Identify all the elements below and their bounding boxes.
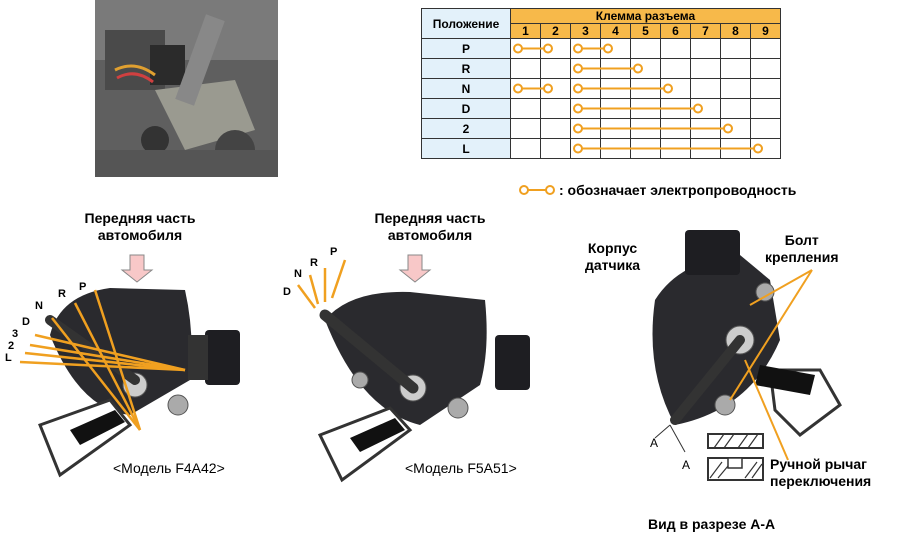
terminal-1: 1 bbox=[510, 23, 541, 39]
left-front-line1: Передняя часть bbox=[84, 210, 196, 226]
section-title: Вид в разрезе A-A bbox=[648, 516, 776, 532]
section-a-top: A bbox=[650, 436, 659, 450]
middle-pos-r: R bbox=[310, 257, 318, 269]
legend-text: : обозначает электропроводность bbox=[559, 182, 797, 198]
link-terminal-dot bbox=[633, 63, 643, 74]
link-terminal-dot bbox=[693, 103, 703, 114]
table-cell bbox=[540, 58, 571, 79]
left-pos-l: L bbox=[5, 352, 12, 364]
section-diagram bbox=[652, 230, 842, 481]
link-terminal-dot bbox=[513, 43, 523, 54]
table-cell bbox=[750, 58, 781, 79]
table-cell bbox=[690, 38, 721, 59]
middle-pos-p: P bbox=[330, 246, 338, 258]
link-terminal-dot bbox=[723, 123, 733, 134]
middle-front-line1: Передняя часть bbox=[374, 210, 486, 226]
terminal-2: 2 bbox=[540, 23, 571, 39]
legend: : обозначает электропроводность bbox=[519, 182, 796, 198]
conductivity-symbol-icon bbox=[519, 185, 555, 195]
link-terminal-dot bbox=[573, 83, 583, 94]
table-cell bbox=[660, 58, 691, 79]
left-front-label: Передняя часть автомобиля bbox=[60, 210, 220, 244]
table-cell bbox=[720, 38, 751, 59]
sensor-f5a51-diagram bbox=[296, 254, 530, 483]
sensor-f4a42-diagram bbox=[19, 254, 240, 478]
left-pos-2: 2 bbox=[8, 340, 15, 352]
middle-pos-d: D bbox=[283, 286, 291, 298]
middle-pos-n: N bbox=[294, 268, 302, 280]
left-pos-r: R bbox=[58, 288, 66, 300]
table-cell bbox=[750, 38, 781, 59]
housing-line2: датчика bbox=[585, 257, 641, 273]
left-pos-n: N bbox=[35, 300, 43, 312]
terminal-7: 7 bbox=[690, 23, 721, 39]
housing-line1: Корпус bbox=[587, 240, 638, 256]
position-row: R bbox=[421, 58, 781, 79]
table-cell bbox=[510, 118, 541, 139]
link-terminal-dot bbox=[753, 143, 763, 154]
position-label: R bbox=[421, 58, 511, 79]
link-terminal-dot bbox=[573, 123, 583, 134]
terminal-header: Клемма разъема bbox=[510, 8, 781, 24]
link-terminal-dot bbox=[573, 43, 583, 54]
bolt-line2: крепления bbox=[765, 249, 839, 265]
position-label: D bbox=[421, 98, 511, 119]
table-cell bbox=[690, 58, 721, 79]
table-cell bbox=[750, 118, 781, 139]
bolt-line1: Болт bbox=[784, 232, 819, 248]
bolt-label: Болт крепления bbox=[765, 232, 839, 266]
left-front-line2: автомобиля bbox=[97, 227, 183, 243]
position-label: N bbox=[421, 78, 511, 99]
left-pos-d: D bbox=[22, 316, 30, 328]
middle-front-label: Передняя часть автомобиля bbox=[350, 210, 510, 244]
model-f4a42-label: <Модель F4A42> bbox=[113, 460, 225, 476]
conductivity-links bbox=[513, 43, 763, 154]
terminal-8: 8 bbox=[720, 23, 751, 39]
table-cell bbox=[540, 138, 571, 159]
section-a-bottom: A bbox=[682, 458, 691, 472]
link-terminal-dot bbox=[663, 83, 673, 94]
middle-front-line2: автомобиля bbox=[387, 227, 473, 243]
link-terminal-dot bbox=[543, 83, 553, 94]
link-terminal-dot bbox=[543, 43, 553, 54]
housing-label: Корпус датчика bbox=[585, 240, 640, 274]
position-header: Положение bbox=[421, 8, 511, 39]
table-cell bbox=[510, 98, 541, 119]
link-terminal-dot bbox=[513, 83, 523, 94]
table-cell bbox=[540, 98, 571, 119]
left-pos-3: 3 bbox=[12, 328, 19, 340]
lever-label: Ручной рычаг переключения bbox=[770, 456, 871, 490]
link-terminal-dot bbox=[573, 143, 583, 154]
link-terminal-dot bbox=[603, 43, 613, 54]
lever-line1: Ручной рычаг bbox=[770, 456, 868, 472]
terminal-4: 4 bbox=[600, 23, 631, 39]
sensor-photo bbox=[95, 0, 278, 177]
table-cell bbox=[510, 138, 541, 159]
position-label: L bbox=[421, 138, 511, 159]
link-terminal-dot bbox=[573, 103, 583, 114]
link-terminal-dot bbox=[573, 63, 583, 74]
left-pos-p: P bbox=[79, 281, 87, 293]
table-cell bbox=[540, 118, 571, 139]
lever-line2: переключения bbox=[770, 473, 872, 489]
model-f5a51-label: <Модель F5A51> bbox=[405, 460, 517, 476]
